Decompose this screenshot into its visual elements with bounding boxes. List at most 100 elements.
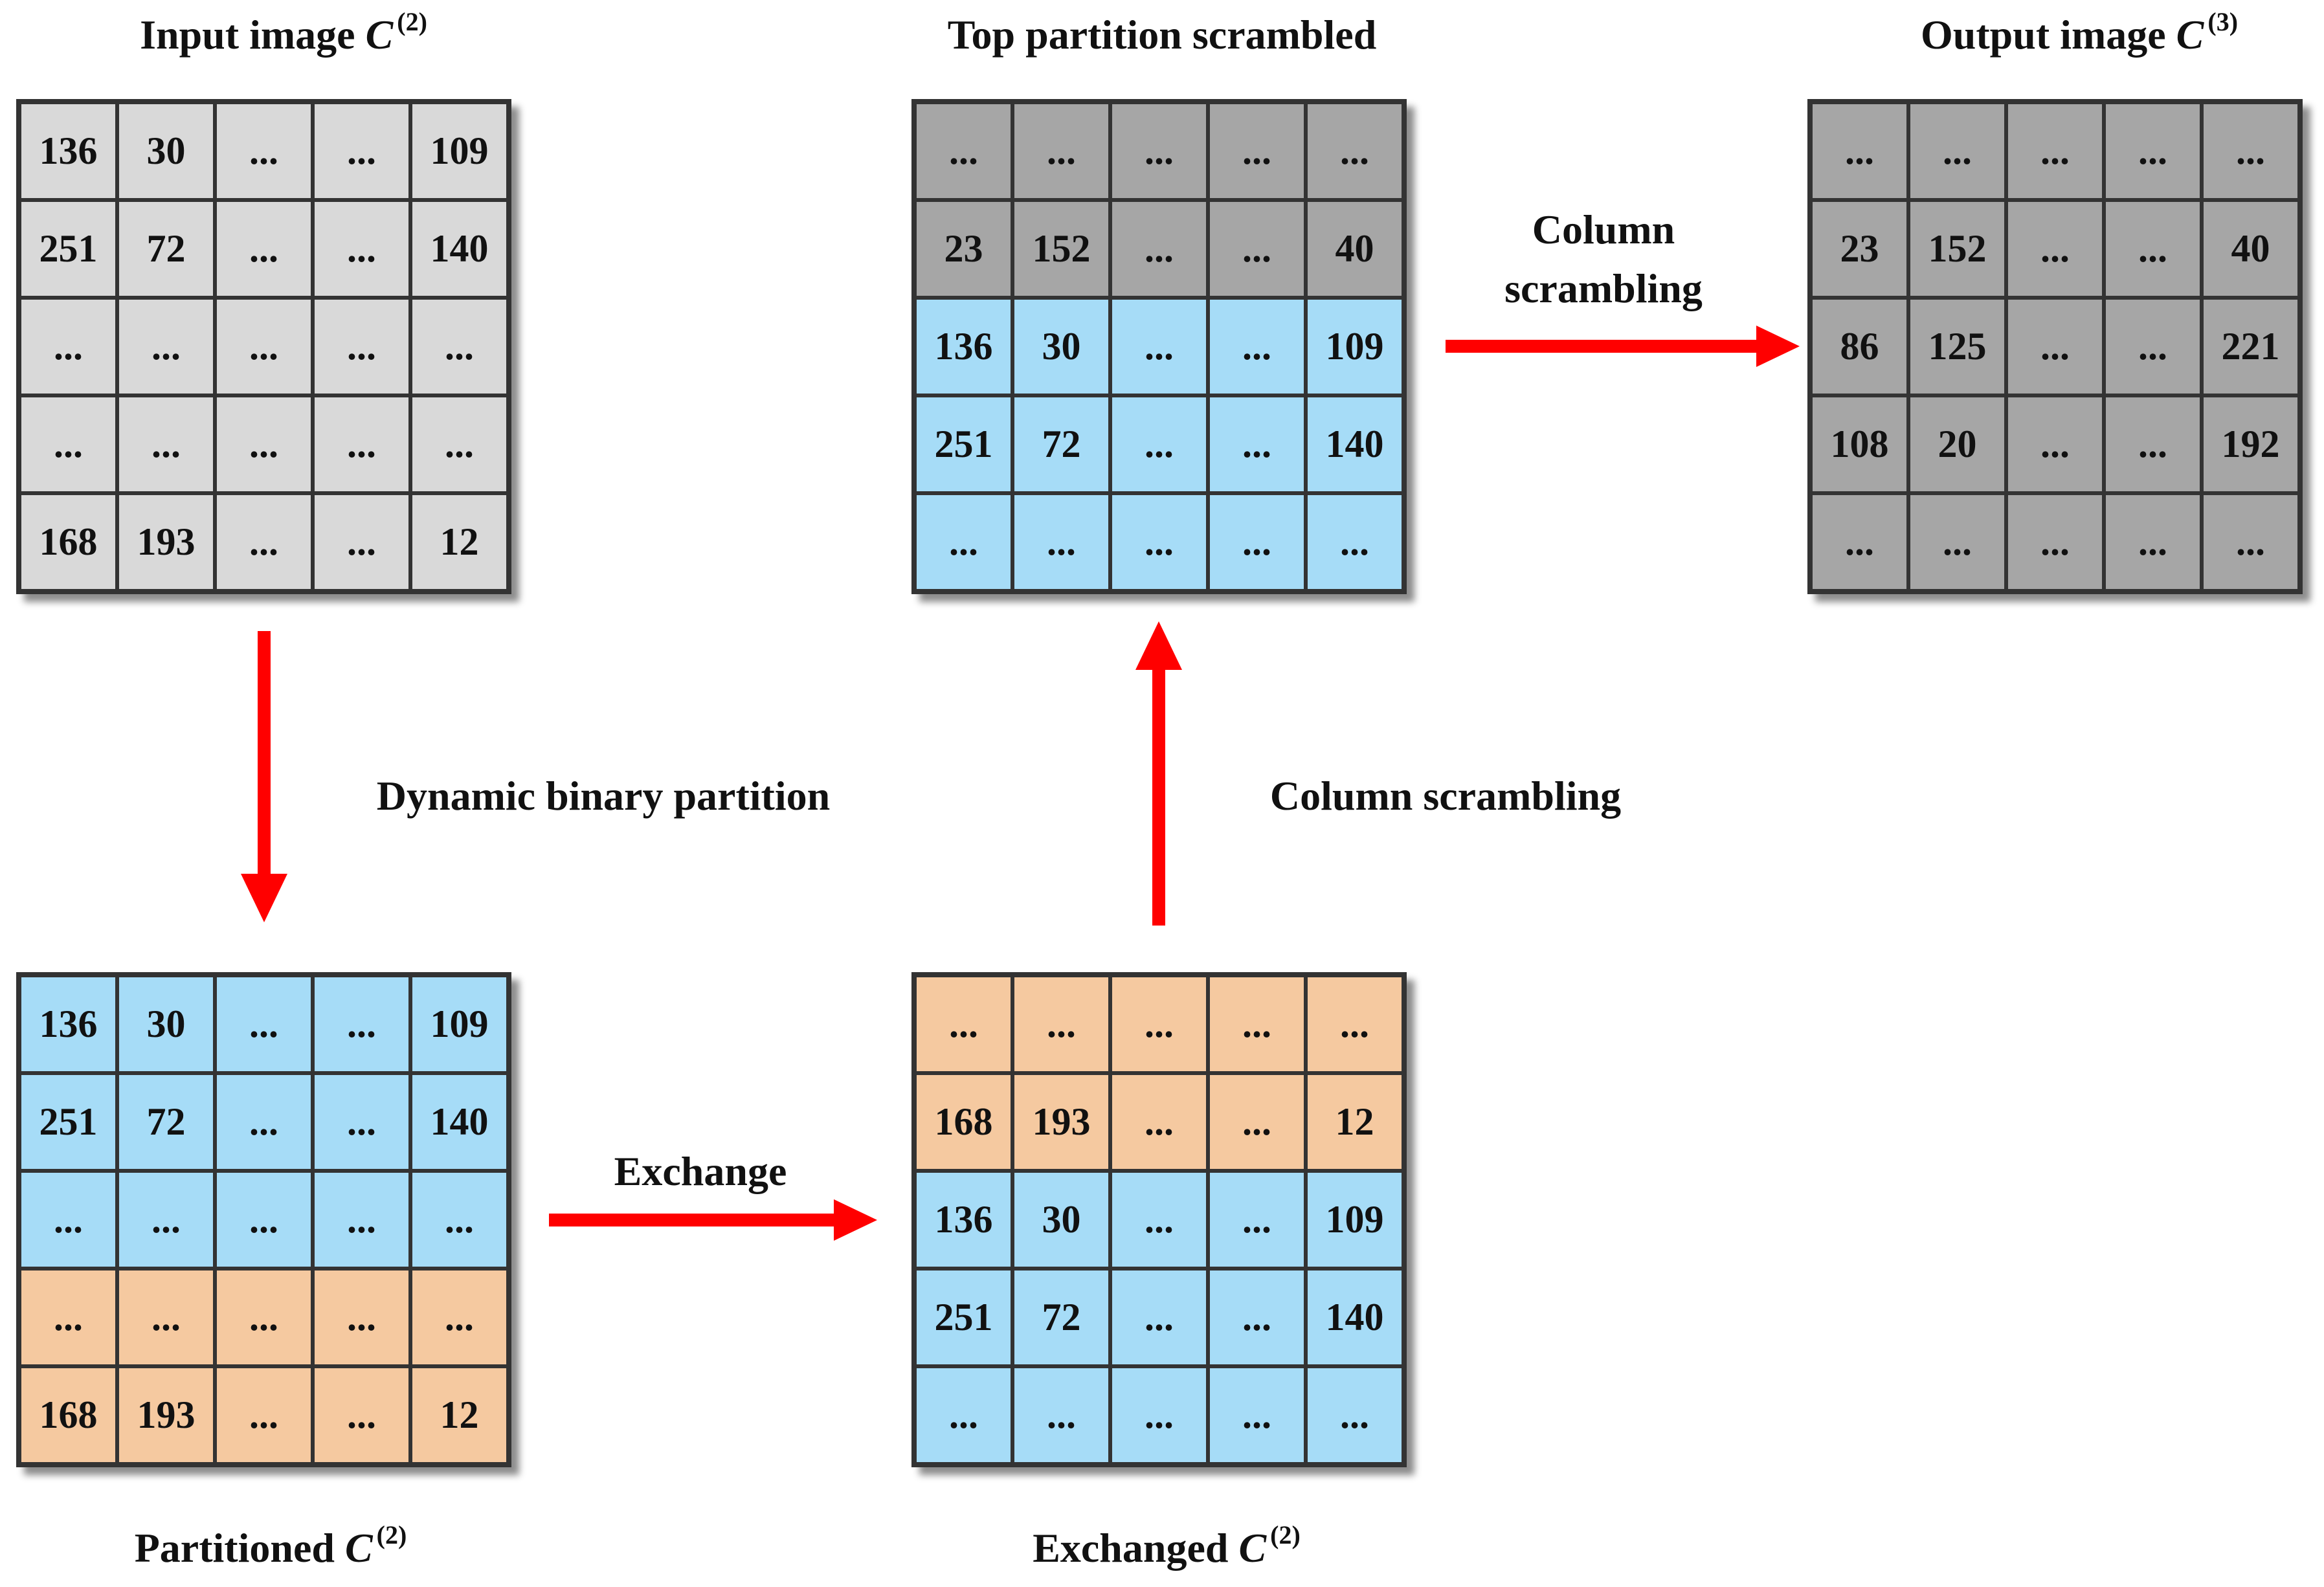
matrix-cell: ... bbox=[2104, 102, 2202, 200]
matrix-cell: ... bbox=[1306, 493, 1403, 591]
matrix-cell: ... bbox=[1208, 1366, 1306, 1464]
matrix-cell: ... bbox=[215, 1171, 313, 1269]
matrix-cell: ... bbox=[1208, 975, 1306, 1073]
matrix-cell: 30 bbox=[1012, 298, 1110, 395]
matrix-cell: 251 bbox=[915, 395, 1012, 493]
matrix-cell: ... bbox=[410, 298, 508, 395]
matrix-cell: 140 bbox=[410, 200, 508, 298]
matrix-cell: 193 bbox=[117, 493, 215, 591]
matrix-cell: ... bbox=[410, 1269, 508, 1366]
matrix-cell: ... bbox=[1306, 975, 1403, 1073]
matrix-cell: 193 bbox=[117, 1366, 215, 1464]
matrix-cell: 40 bbox=[1306, 200, 1403, 298]
matrix-cell: ... bbox=[1110, 1171, 1208, 1269]
matrix-cell: 23 bbox=[1811, 200, 1908, 298]
matrix-cell: ... bbox=[915, 493, 1012, 591]
matrix-cell: ... bbox=[313, 298, 410, 395]
matrix-cell: ... bbox=[215, 200, 313, 298]
matrix-cell: 152 bbox=[1012, 200, 1110, 298]
matrix-cell: 86 bbox=[1811, 298, 1908, 395]
matrix-cell: ... bbox=[313, 1073, 410, 1171]
matrix-cell: 72 bbox=[117, 200, 215, 298]
matrix-cell: ... bbox=[2104, 493, 2202, 591]
matrix-cell: ... bbox=[215, 493, 313, 591]
matrix-cell: 72 bbox=[1012, 395, 1110, 493]
matrix-cell: ... bbox=[215, 102, 313, 200]
label-exchange: Exchange bbox=[614, 1148, 787, 1194]
label-column-scrambling-middle: Column scrambling bbox=[1269, 773, 1622, 819]
matrix-cell: 136 bbox=[19, 975, 117, 1073]
matrix-cell: ... bbox=[2104, 395, 2202, 493]
matrix-cell: ... bbox=[313, 1366, 410, 1464]
matrix-cell: 109 bbox=[410, 102, 508, 200]
arrow-up-column-scrambling bbox=[1135, 621, 1182, 926]
title-exchanged: Exchanged C(2) bbox=[1033, 1520, 1301, 1571]
matrix-cell: 109 bbox=[410, 975, 508, 1073]
matrix-cell: ... bbox=[2104, 200, 2202, 298]
matrix-cell: ... bbox=[410, 395, 508, 493]
matrix-cell: 140 bbox=[1306, 1269, 1403, 1366]
matrix-cell: ... bbox=[915, 1366, 1012, 1464]
matrix-cell: 72 bbox=[1012, 1269, 1110, 1366]
matrix-cell: ... bbox=[1012, 975, 1110, 1073]
matrix-cell: ... bbox=[1208, 1171, 1306, 1269]
matrix-cell: ... bbox=[1208, 1073, 1306, 1171]
matrix-cell: 12 bbox=[1306, 1073, 1403, 1171]
matrix-cell: ... bbox=[1110, 102, 1208, 200]
matrix-cell: ... bbox=[1908, 102, 2006, 200]
label-dynamic-binary-partition: Dynamic binary partition bbox=[376, 773, 831, 819]
matrix-cell: ... bbox=[19, 1171, 117, 1269]
matrix-cell: ... bbox=[313, 102, 410, 200]
matrix-cell: ... bbox=[215, 975, 313, 1073]
matrix-cell: ... bbox=[117, 1269, 215, 1366]
title-output-image: Output image C(3) bbox=[1920, 7, 2239, 58]
matrix-cell: ... bbox=[313, 975, 410, 1073]
matrix-cell: 251 bbox=[19, 200, 117, 298]
matrix-cell: ... bbox=[915, 102, 1012, 200]
matrix-cell: 40 bbox=[2202, 200, 2299, 298]
matrix-cell: ... bbox=[2006, 493, 2104, 591]
matrix-cell: ... bbox=[2104, 298, 2202, 395]
matrix-cell: ... bbox=[1110, 395, 1208, 493]
matrix-cell: ... bbox=[1208, 395, 1306, 493]
matrix-cell: ... bbox=[215, 1073, 313, 1171]
title-input-image: Input image C(2) bbox=[140, 7, 427, 58]
matrix-cell: 109 bbox=[1306, 298, 1403, 395]
title-partitioned: Partitioned C(2) bbox=[134, 1520, 407, 1571]
matrix-cell: ... bbox=[2006, 102, 2104, 200]
arrow-right-exchange bbox=[549, 1199, 877, 1241]
matrix-cell: ... bbox=[1110, 493, 1208, 591]
matrix-cell: ... bbox=[915, 975, 1012, 1073]
matrix-cell: ... bbox=[1811, 102, 1908, 200]
matrix-cell: ... bbox=[1110, 1366, 1208, 1464]
matrix-cell: 108 bbox=[1811, 395, 1908, 493]
matrix-cell: 221 bbox=[2202, 298, 2299, 395]
matrix-cell: ... bbox=[1208, 102, 1306, 200]
matrix-cell: 168 bbox=[19, 493, 117, 591]
matrix-cell: ... bbox=[1811, 493, 1908, 591]
title-top-partition-scrambled: Top partition scrambled bbox=[947, 12, 1377, 58]
matrix-cell: 30 bbox=[117, 975, 215, 1073]
matrix-cell: 140 bbox=[1306, 395, 1403, 493]
matrix-cell: ... bbox=[1306, 1366, 1403, 1464]
matrix-cell: 192 bbox=[2202, 395, 2299, 493]
matrix-cell: ... bbox=[1012, 1366, 1110, 1464]
matrix-cell: ... bbox=[313, 1269, 410, 1366]
matrix-cell: ... bbox=[410, 1171, 508, 1269]
matrix-cell: ... bbox=[19, 1269, 117, 1366]
matrix-cell: ... bbox=[1012, 102, 1110, 200]
matrix-cell: ... bbox=[1110, 298, 1208, 395]
matrix-cell: 140 bbox=[410, 1073, 508, 1171]
matrix-cell: ... bbox=[117, 298, 215, 395]
matrix-cell: 125 bbox=[1908, 298, 2006, 395]
matrix-cell: 136 bbox=[19, 102, 117, 200]
matrix-cell: ... bbox=[1110, 1073, 1208, 1171]
matrix-cell: 30 bbox=[117, 102, 215, 200]
matrix-cell: 168 bbox=[19, 1366, 117, 1464]
matrix-cell: ... bbox=[2006, 395, 2104, 493]
